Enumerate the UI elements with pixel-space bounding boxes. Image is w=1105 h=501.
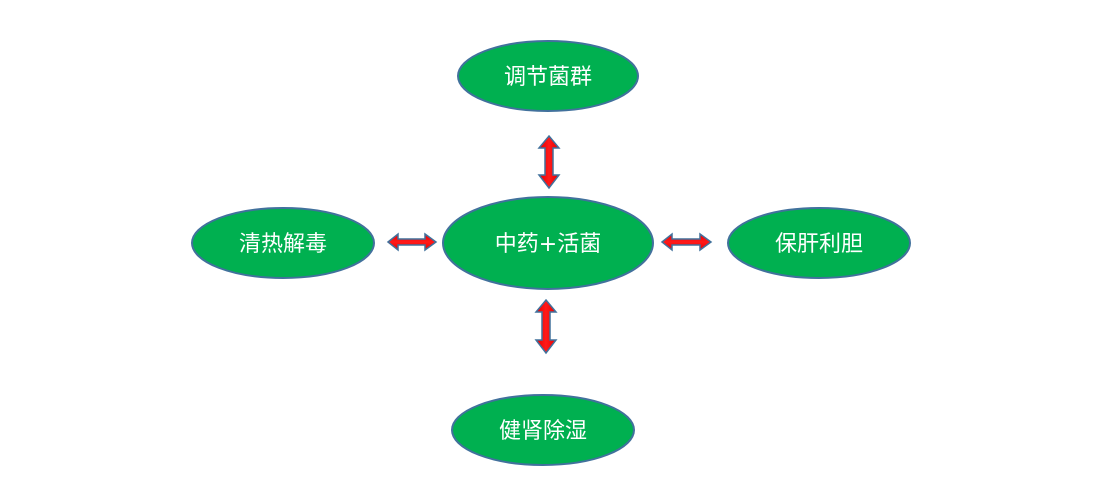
node-bottom: 健肾除湿 bbox=[451, 394, 635, 466]
node-right-label: 保肝利胆 bbox=[775, 232, 863, 257]
node-bottom-label: 健肾除湿 bbox=[499, 419, 587, 444]
node-left-label: 清热解毒 bbox=[239, 232, 327, 257]
node-right: 保肝利胆 bbox=[727, 207, 911, 279]
node-center: 中药+活菌 bbox=[442, 196, 654, 290]
double-arrow-bottom-icon bbox=[534, 298, 558, 355]
node-center-label: 中药+活菌 bbox=[495, 232, 601, 257]
node-left: 清热解毒 bbox=[191, 207, 375, 279]
double-arrow-left-icon bbox=[386, 232, 438, 252]
double-arrow-right-icon bbox=[660, 232, 713, 252]
double-arrow-top-icon bbox=[537, 134, 561, 190]
node-top-label: 调节菌群 bbox=[504, 65, 592, 90]
node-top: 调节菌群 bbox=[457, 40, 639, 112]
